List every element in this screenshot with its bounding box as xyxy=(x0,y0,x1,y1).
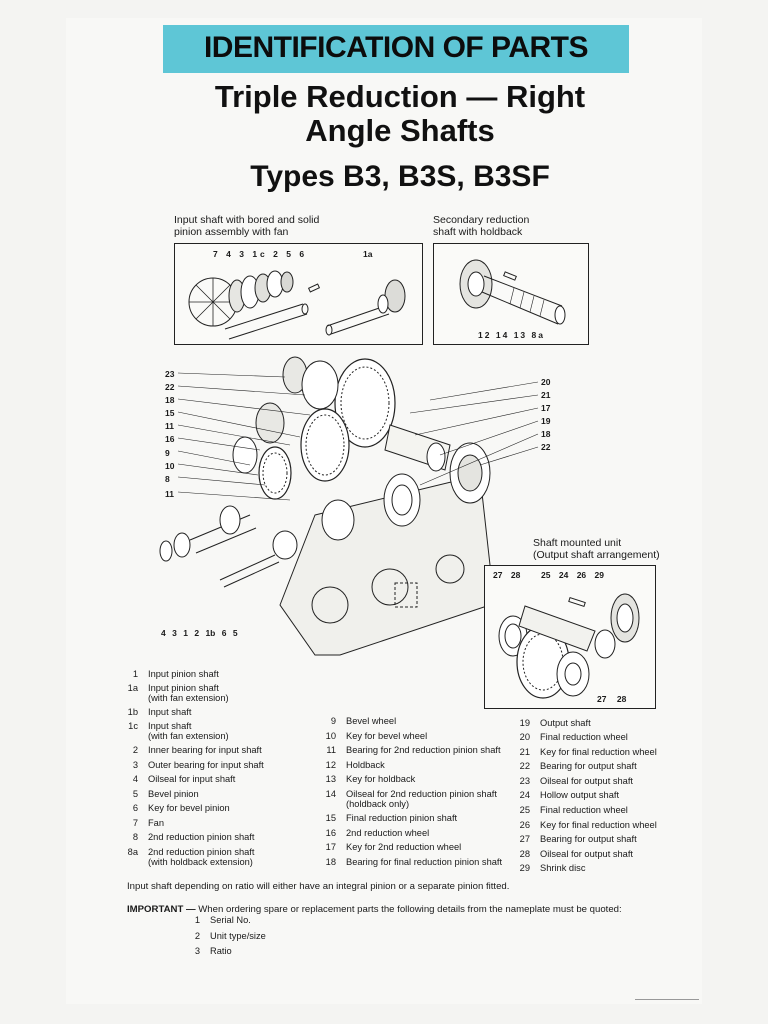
callout-13: 13 xyxy=(513,330,528,340)
secondary-shaft-diagram: 12 14 13 8a xyxy=(433,243,589,345)
callout-4: 4 xyxy=(226,249,234,259)
input-caption-line2: pinion assembly with fan xyxy=(174,226,289,238)
pinion-note: Input shaft depending on ratio will eith… xyxy=(127,881,510,892)
secondary-caption-line2: shaft with holdback xyxy=(433,226,523,238)
important-text: When ordering spare or replacement parts… xyxy=(198,904,622,915)
callout-29: 29 xyxy=(594,570,604,580)
shaft-mounted-caption: Shaft mounted unit (Output shaft arrange… xyxy=(533,537,660,561)
output-box-callouts-right: 25 24 26 29 xyxy=(541,570,604,580)
shaft-mounted-diagram: 27 28 25 24 26 29 27 28 xyxy=(484,565,656,709)
main-right-callouts: 20 21 17 19 18 22 xyxy=(541,376,550,455)
secondary-caption-line1: Secondary reduction xyxy=(433,214,530,226)
page-title-line2: Angle Shafts xyxy=(305,113,495,148)
secondary-box-callouts: 12 14 13 8a xyxy=(478,330,545,340)
page-subtitle: Types B3, B3S, B3SF xyxy=(250,160,550,193)
banner-title: IDENTIFICATION OF PARTS xyxy=(203,31,589,64)
input-shaft-drawing xyxy=(188,270,406,340)
callout-11-upper: 11 xyxy=(165,421,174,432)
output-box-callouts-bottom: 27 28 xyxy=(597,694,626,704)
callout-16: 16 xyxy=(165,434,175,445)
callout-20: 20 xyxy=(541,377,551,387)
input-caption-line1: Input shaft with bored and solid xyxy=(174,214,320,226)
callout-5-bottom: 5 xyxy=(232,628,238,638)
callout-19: 19 xyxy=(541,416,551,427)
callout-4-bottom: 4 xyxy=(161,628,166,638)
callout-12: 12 xyxy=(478,330,492,340)
title-banner: IDENTIFICATION OF PARTS xyxy=(163,25,629,73)
callout-1b-bottom: 1b xyxy=(205,628,216,638)
callout-11-lower: 11 xyxy=(165,488,174,499)
callout-1c: 1c xyxy=(252,249,268,259)
callout-22-right: 22 xyxy=(541,442,551,453)
callout-17: 17 xyxy=(541,403,551,414)
callout-18-left: 18 xyxy=(165,395,175,406)
callout-28-top: 28 xyxy=(510,570,521,580)
callout-14: 14 xyxy=(495,330,510,340)
callout-8a: 8a xyxy=(531,330,545,340)
gearbox-exploded-diagram xyxy=(140,355,570,665)
callout-21: 21 xyxy=(541,390,551,401)
callout-6-bottom: 6 xyxy=(221,628,227,638)
callout-5: 5 xyxy=(286,249,295,259)
callout-24: 24 xyxy=(558,570,569,580)
callout-7: 7 xyxy=(213,249,221,259)
gearbox-drawing xyxy=(159,356,539,656)
secondary-shaft-drawing xyxy=(459,259,566,325)
callout-2-bottom: 2 xyxy=(194,628,200,638)
output-box-callouts: 27 28 xyxy=(493,570,520,580)
callout-26: 26 xyxy=(576,570,587,580)
callout-8: 8 xyxy=(165,473,170,484)
main-bottom-callouts: 4 3 1 2 1b 6 5 xyxy=(161,628,238,638)
callout-3-bottom: 3 xyxy=(172,628,177,638)
callout-23: 23 xyxy=(165,369,175,379)
callout-28-bottom: 28 xyxy=(616,694,627,704)
callout-15: 15 xyxy=(165,408,175,419)
secondary-caption: Secondary reduction shaft with holdback xyxy=(433,214,529,238)
callout-25: 25 xyxy=(541,570,551,580)
page-title-line1: Triple Reduction — Right xyxy=(214,79,586,114)
callout-27-top: 27 xyxy=(493,570,503,580)
shaft-mounted-caption-line2: (Output shaft arrangement) xyxy=(533,549,660,561)
shaft-mounted-caption-line1: Shaft mounted unit xyxy=(533,537,622,549)
input-shaft-diagram: 7 4 3 1c 2 5 6 1a xyxy=(174,243,423,345)
input-caption: Input shaft with bored and solid pinion … xyxy=(174,214,319,238)
main-left-callouts: 23 22 18 15 11 16 9 10 8 11 xyxy=(165,368,174,501)
callout-22-left: 22 xyxy=(165,382,175,393)
callout-1a: 1a xyxy=(363,249,373,259)
callout-2: 2 xyxy=(273,249,281,259)
input-box-callouts: 7 4 3 1c 2 5 6 xyxy=(213,249,307,259)
callout-6: 6 xyxy=(299,249,308,259)
shaft-mounted-drawing xyxy=(498,593,640,699)
callout-9: 9 xyxy=(165,447,170,458)
footer-rule xyxy=(635,999,699,1000)
callout-3: 3 xyxy=(239,249,247,259)
callout-18-right: 18 xyxy=(541,429,551,440)
important-label: IMPORTANT — xyxy=(127,904,196,915)
callout-27-bottom: 27 xyxy=(597,694,607,704)
callout-1-bottom: 1 xyxy=(183,628,188,638)
important-note: IMPORTANT — When ordering spare or repla… xyxy=(127,904,622,915)
callout-10: 10 xyxy=(165,460,175,471)
